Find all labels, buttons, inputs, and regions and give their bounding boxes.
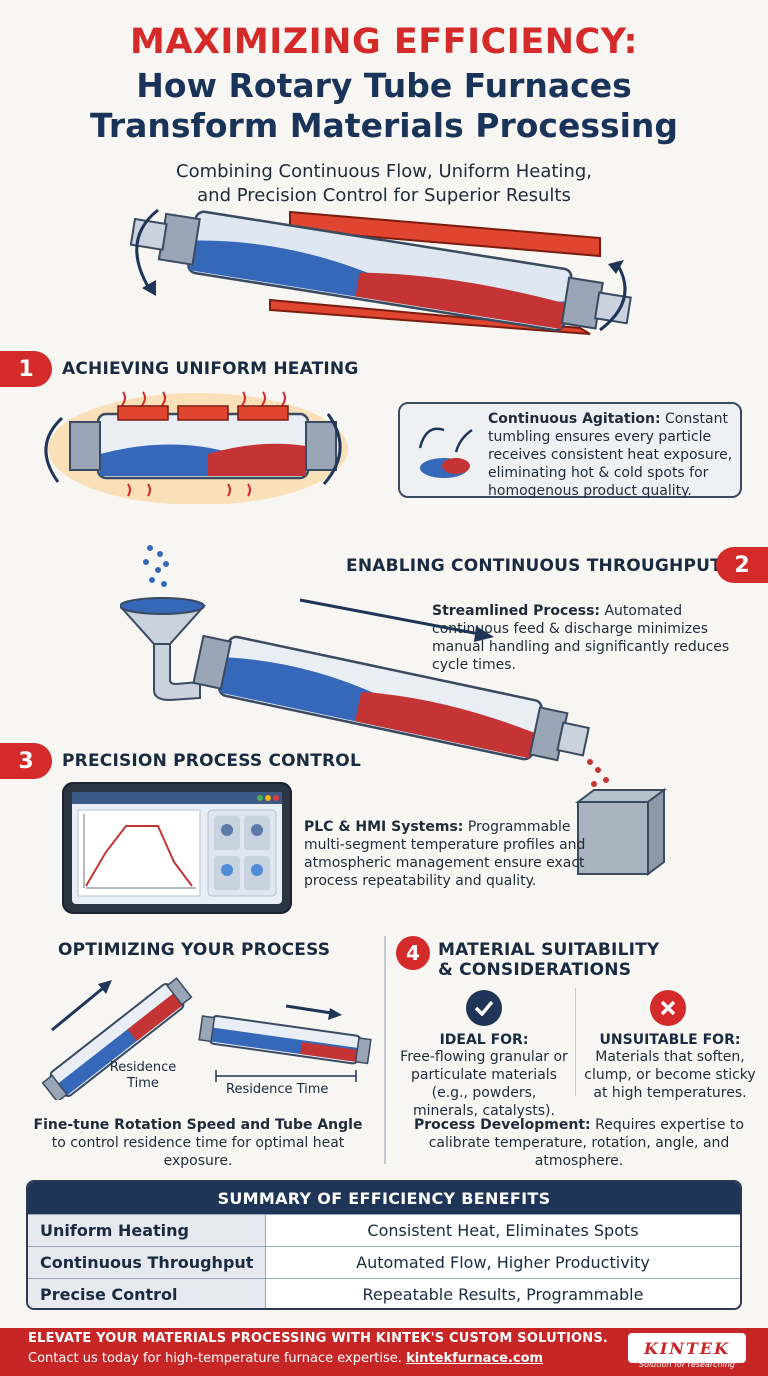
process-development-text: Requires expertise to calibrate temperat… bbox=[428, 1117, 744, 1169]
section-2-title: ENABLING CONTINUOUS THROUGHPUT bbox=[346, 556, 722, 576]
top-heater-element bbox=[289, 210, 601, 258]
tumbling-particles-icon bbox=[418, 427, 473, 478]
falling-feed-particles bbox=[143, 545, 169, 587]
callout-agitation-text: Constant tumbling ensures every particle… bbox=[488, 411, 733, 499]
section-4-title: MATERIAL SUITABILITY & CONSIDERATIONS bbox=[438, 940, 659, 980]
hmi-touchscreen-panel bbox=[62, 782, 292, 914]
section-divider bbox=[384, 936, 386, 1164]
section-3-number-badge: 3 bbox=[0, 743, 52, 779]
ideal-for-block: IDEAL FOR: Free-flowing granular or part… bbox=[400, 1032, 568, 1120]
subtitle: Combining Continuous Flow, Uniform Heati… bbox=[0, 160, 768, 208]
process-development-note: Process Development: Requires expertise … bbox=[404, 1116, 754, 1170]
section-1-number-badge: 1 bbox=[0, 351, 52, 387]
ideal-for-title: IDEAL FOR: bbox=[439, 1032, 529, 1048]
optimizing-description: Fine-tune Rotation Speed and Tube Angle … bbox=[28, 1116, 368, 1170]
rotation-angle-heading: Fine-tune Rotation Speed and Tube Angle bbox=[33, 1117, 363, 1133]
ideal-for-text: Free-flowing granular or particulate mat… bbox=[400, 1049, 568, 1119]
temperature-profile-line bbox=[85, 825, 193, 887]
table-row-label: Uniform Heating bbox=[28, 1215, 266, 1246]
hero-rotation-arrowhead-left bbox=[142, 280, 156, 296]
rotation-angle-text: to control residence time for optimal he… bbox=[51, 1135, 345, 1169]
table-row-label: Continuous Throughput bbox=[28, 1247, 266, 1278]
throughput-inlet-flange bbox=[192, 634, 233, 690]
plc-hmi-text: Programmable multi-segment temperature p… bbox=[304, 819, 586, 889]
throughput-material-red bbox=[355, 691, 535, 759]
title-line-3: Transform Materials Processing bbox=[89, 106, 679, 145]
table-row: Uniform Heating Consistent Heat, Elimina… bbox=[28, 1214, 740, 1246]
footer-headline: ELEVATE YOUR MATERIALS PROCESSING WITH K… bbox=[28, 1331, 609, 1346]
continuous-throughput-illustration bbox=[120, 545, 613, 799]
streamlined-text: Automated continuous feed & discharge mi… bbox=[432, 603, 730, 673]
continuous-agitation-callout: Continuous Agitation: Constant tumbling … bbox=[398, 402, 742, 499]
section-4-title-line-2: & CONSIDERATIONS bbox=[438, 960, 632, 980]
heater-pad-3 bbox=[237, 405, 289, 421]
summary-table-title: SUMMARY OF EFFICIENCY BENEFITS bbox=[28, 1182, 740, 1214]
hero-heated-material bbox=[355, 272, 566, 330]
heater-pad-1 bbox=[117, 405, 169, 421]
section-2-number-badge: 2 bbox=[716, 547, 768, 583]
uniform-heating-illustration bbox=[44, 391, 348, 504]
unsuitable-for-title: UNSUITABLE FOR: bbox=[599, 1032, 741, 1048]
hero-rotary-tube-illustration bbox=[129, 208, 632, 335]
hero-rotation-arrowhead-right bbox=[608, 260, 624, 274]
title-line-2-3: How Rotary Tube Furnaces Transform Mater… bbox=[0, 66, 768, 146]
plc-hmi-heading: PLC & HMI Systems: bbox=[304, 819, 464, 835]
section-4-number-badge: 4 bbox=[396, 936, 430, 970]
section-3-title: PRECISION PROCESS CONTROL bbox=[62, 751, 361, 771]
hero-rotation-arrow-right bbox=[599, 261, 627, 332]
hero-rotation-arrow-left bbox=[135, 208, 159, 291]
uniform-left-flange bbox=[69, 421, 101, 471]
unsuitable-for-text: Materials that soften, clump, or become … bbox=[584, 1049, 756, 1101]
table-row-value: Automated Flow, Higher Productivity bbox=[356, 1253, 650, 1272]
unsuitable-for-block: UNSUITABLE FOR: Materials that soften, c… bbox=[584, 1032, 756, 1102]
residence-time-label-shallow: Residence Time bbox=[226, 1082, 329, 1097]
uniform-material-red bbox=[208, 443, 306, 476]
flow-direction-arrow bbox=[299, 598, 491, 638]
cross-icon bbox=[650, 990, 686, 1026]
heat-waves-top bbox=[120, 391, 286, 417]
title-line-2: How Rotary Tube Furnaces bbox=[136, 66, 632, 105]
table-row: Continuous Throughput Automated Flow, Hi… bbox=[28, 1246, 740, 1278]
residence-label-1a: Residence bbox=[109, 1060, 177, 1075]
feed-pipe bbox=[153, 643, 201, 702]
uniform-rotation-arrow-left bbox=[44, 416, 64, 483]
summary-table: SUMMARY OF EFFICIENCY BENEFITS Uniform H… bbox=[26, 1180, 742, 1310]
suitability-divider bbox=[575, 988, 576, 1096]
footer-contact: Contact us today for high-temperature fu… bbox=[28, 1351, 543, 1366]
footer-website-link[interactable]: kintekfurnace.com bbox=[406, 1351, 544, 1366]
section-1-title: ACHIEVING UNIFORM HEATING bbox=[62, 359, 359, 379]
hopper-material bbox=[120, 597, 205, 615]
subtitle-line-2: and Precision Control for Superior Resul… bbox=[197, 185, 571, 206]
section-2-description: Streamlined Process: Automated continuou… bbox=[432, 602, 750, 674]
flow-arrowhead bbox=[474, 626, 494, 642]
residence-time-label-steep: Residence Time bbox=[98, 1060, 188, 1092]
heat-waves-bottom bbox=[127, 483, 251, 497]
table-row: Precise Control Repeatable Results, Prog… bbox=[28, 1278, 740, 1308]
table-row-label: Precise Control bbox=[28, 1279, 266, 1308]
table-row-value: Consistent Heat, Eliminates Spots bbox=[367, 1221, 639, 1240]
discharge-bin bbox=[575, 788, 667, 876]
heater-pad-2 bbox=[177, 405, 229, 421]
footer-contact-text: Contact us today for high-temperature fu… bbox=[28, 1351, 407, 1366]
kintek-logo[interactable]: KINTEK bbox=[628, 1333, 746, 1363]
subtitle-line-1: Combining Continuous Flow, Uniform Heati… bbox=[176, 161, 592, 182]
streamlined-heading: Streamlined Process: bbox=[432, 603, 601, 619]
kintek-logo-tagline: Solution for researching bbox=[638, 1360, 735, 1369]
section-4-title-line-1: MATERIAL SUITABILITY bbox=[438, 940, 660, 960]
uniform-rotation-arrow-right bbox=[322, 413, 342, 485]
optimizing-title: OPTIMIZING YOUR PROCESS bbox=[58, 940, 331, 960]
callout-agitation-heading: Continuous Agitation: bbox=[488, 411, 661, 427]
table-row-value: Repeatable Results, Programmable bbox=[362, 1285, 644, 1304]
uniform-right-flange bbox=[305, 421, 337, 471]
process-development-heading: Process Development: bbox=[414, 1117, 591, 1133]
tube-angle-illustration bbox=[41, 977, 372, 1100]
section-3-description: PLC & HMI Systems: Programmable multi-se… bbox=[304, 818, 604, 890]
title-line-1: MAXIMIZING EFFICIENCY: bbox=[129, 22, 639, 62]
throughput-outlet-port bbox=[556, 721, 590, 757]
checkmark-icon bbox=[466, 990, 502, 1026]
hero-left-port bbox=[129, 217, 168, 251]
steep-flow-arrow bbox=[51, 982, 109, 1032]
residence-label-1b: Time bbox=[127, 1076, 159, 1091]
